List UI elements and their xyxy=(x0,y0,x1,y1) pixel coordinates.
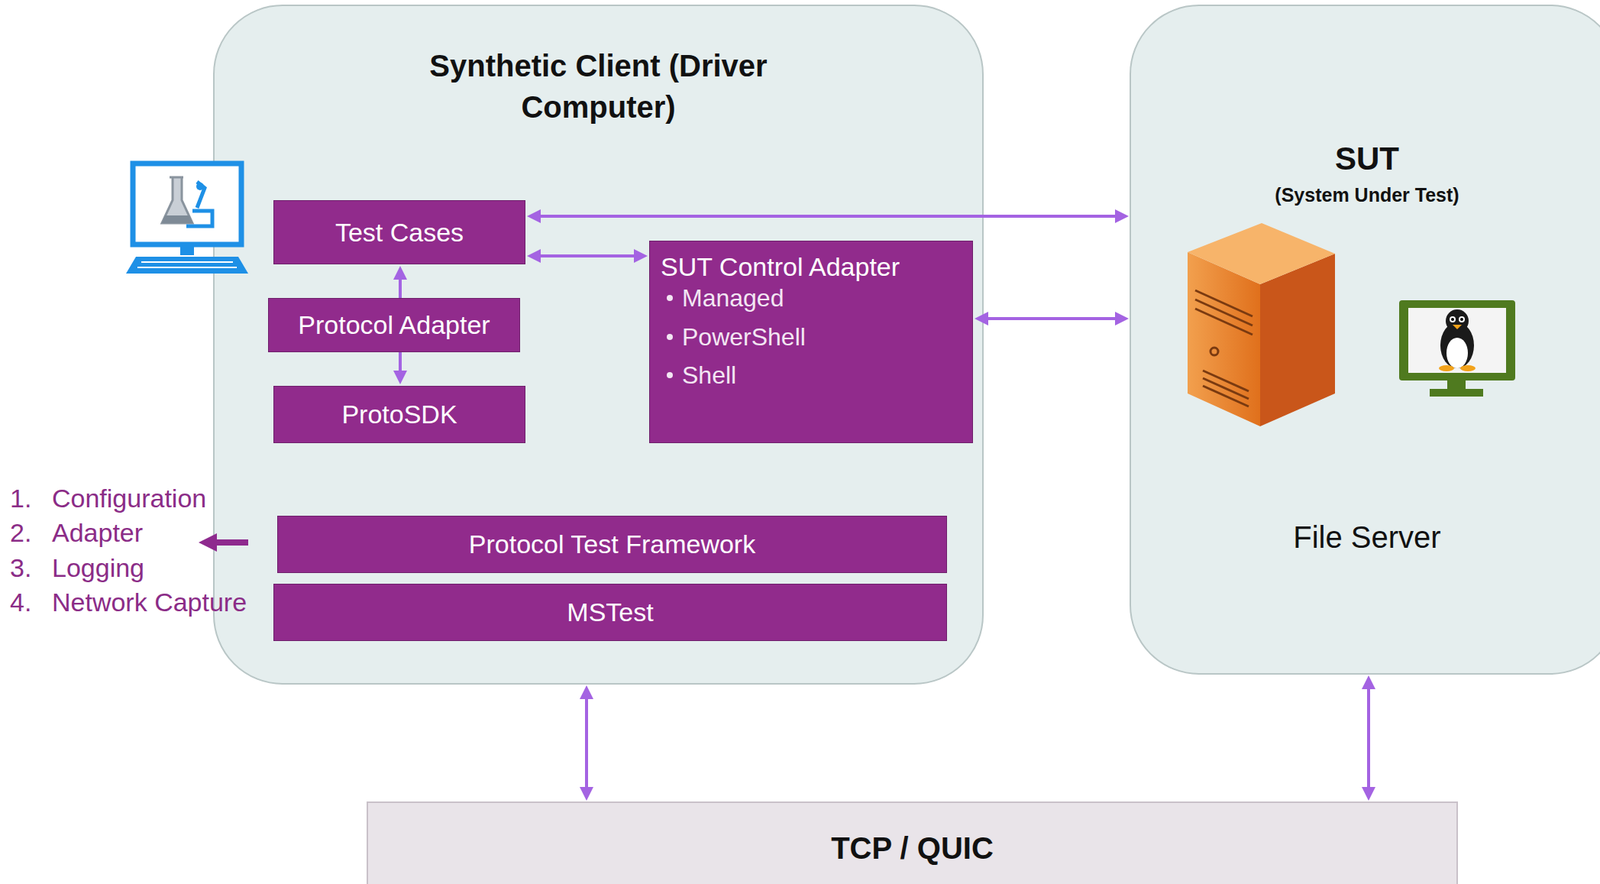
list-item-text: Adapter xyxy=(51,517,143,547)
node-text: TCP / QUIC xyxy=(367,829,1458,867)
leader-arrow xyxy=(198,533,249,552)
node-text: File Server xyxy=(1130,518,1600,556)
bullet-dot xyxy=(666,333,673,340)
framework-bar: MSTest xyxy=(273,583,948,641)
node-text: Managed xyxy=(649,282,973,314)
connector-arrow xyxy=(398,352,402,371)
label-holder: Configuration xyxy=(51,482,207,514)
node-text: SUT Control Adapter xyxy=(649,250,973,283)
label-holder: Network Capture xyxy=(51,586,247,618)
connector-arrow xyxy=(398,279,402,298)
list-item-text: Logging xyxy=(51,552,145,582)
server-icon xyxy=(1187,223,1335,427)
panel-shape xyxy=(213,5,983,684)
computer-icon xyxy=(126,163,249,274)
panel-shape xyxy=(367,801,1458,884)
list-item-text: 2. xyxy=(9,517,32,547)
label-holder: Logging xyxy=(51,552,145,583)
node-text: SUT xyxy=(1130,139,1600,178)
process-box: ProtoSDK xyxy=(273,385,526,443)
label-holder: 3. xyxy=(9,552,32,583)
connector-arrow xyxy=(540,254,634,258)
label-holder: 2. xyxy=(9,517,32,548)
node-text: Protocol Test Framework xyxy=(468,529,756,560)
node-text: Synthetic Client (Driver Computer) xyxy=(423,45,775,128)
connector-arrow xyxy=(540,214,1116,218)
node-text: (System Under Test) xyxy=(1130,182,1600,207)
panel-shape xyxy=(1130,5,1600,674)
connector-arrow xyxy=(585,698,589,787)
bullet-dot xyxy=(666,294,673,301)
client-panel: Synthetic Client (Driver Computer) Test C… xyxy=(213,5,983,684)
connector-arrow xyxy=(1367,688,1371,787)
process-box: Test Cases xyxy=(273,200,526,265)
framework-bar: Protocol Test Framework xyxy=(277,515,948,573)
sut-panel: SUT (System Under Test) File Server xyxy=(1130,5,1600,674)
node-text: Protocol Adapter xyxy=(297,310,490,340)
list-item-text: 3. xyxy=(9,552,32,582)
list-item-text: Configuration xyxy=(51,483,207,513)
node-text: Test Cases xyxy=(335,217,464,248)
label-holder: Adapter xyxy=(51,517,143,548)
list-item-text: 4. xyxy=(9,587,32,617)
connector-arrow xyxy=(988,316,1116,320)
node-text: MSTest xyxy=(566,597,653,628)
process-box: Protocol Adapter xyxy=(268,297,521,353)
label-holder: 1. xyxy=(9,482,32,514)
linux-monitor-icon xyxy=(1399,300,1516,397)
network-band: TCP / QUIC xyxy=(367,801,1458,884)
node-text: ProtoSDK xyxy=(341,399,457,430)
node-text: PowerShell xyxy=(649,321,973,353)
label-holder: 4. xyxy=(9,586,32,618)
list-item-text: 1. xyxy=(9,483,32,513)
node-text: Shell xyxy=(649,359,973,391)
bullet-dot xyxy=(666,371,673,379)
adapter-box: SUT Control AdapterManagedPowerShellShel… xyxy=(649,240,973,443)
list-item-text: Network Capture xyxy=(51,587,247,617)
